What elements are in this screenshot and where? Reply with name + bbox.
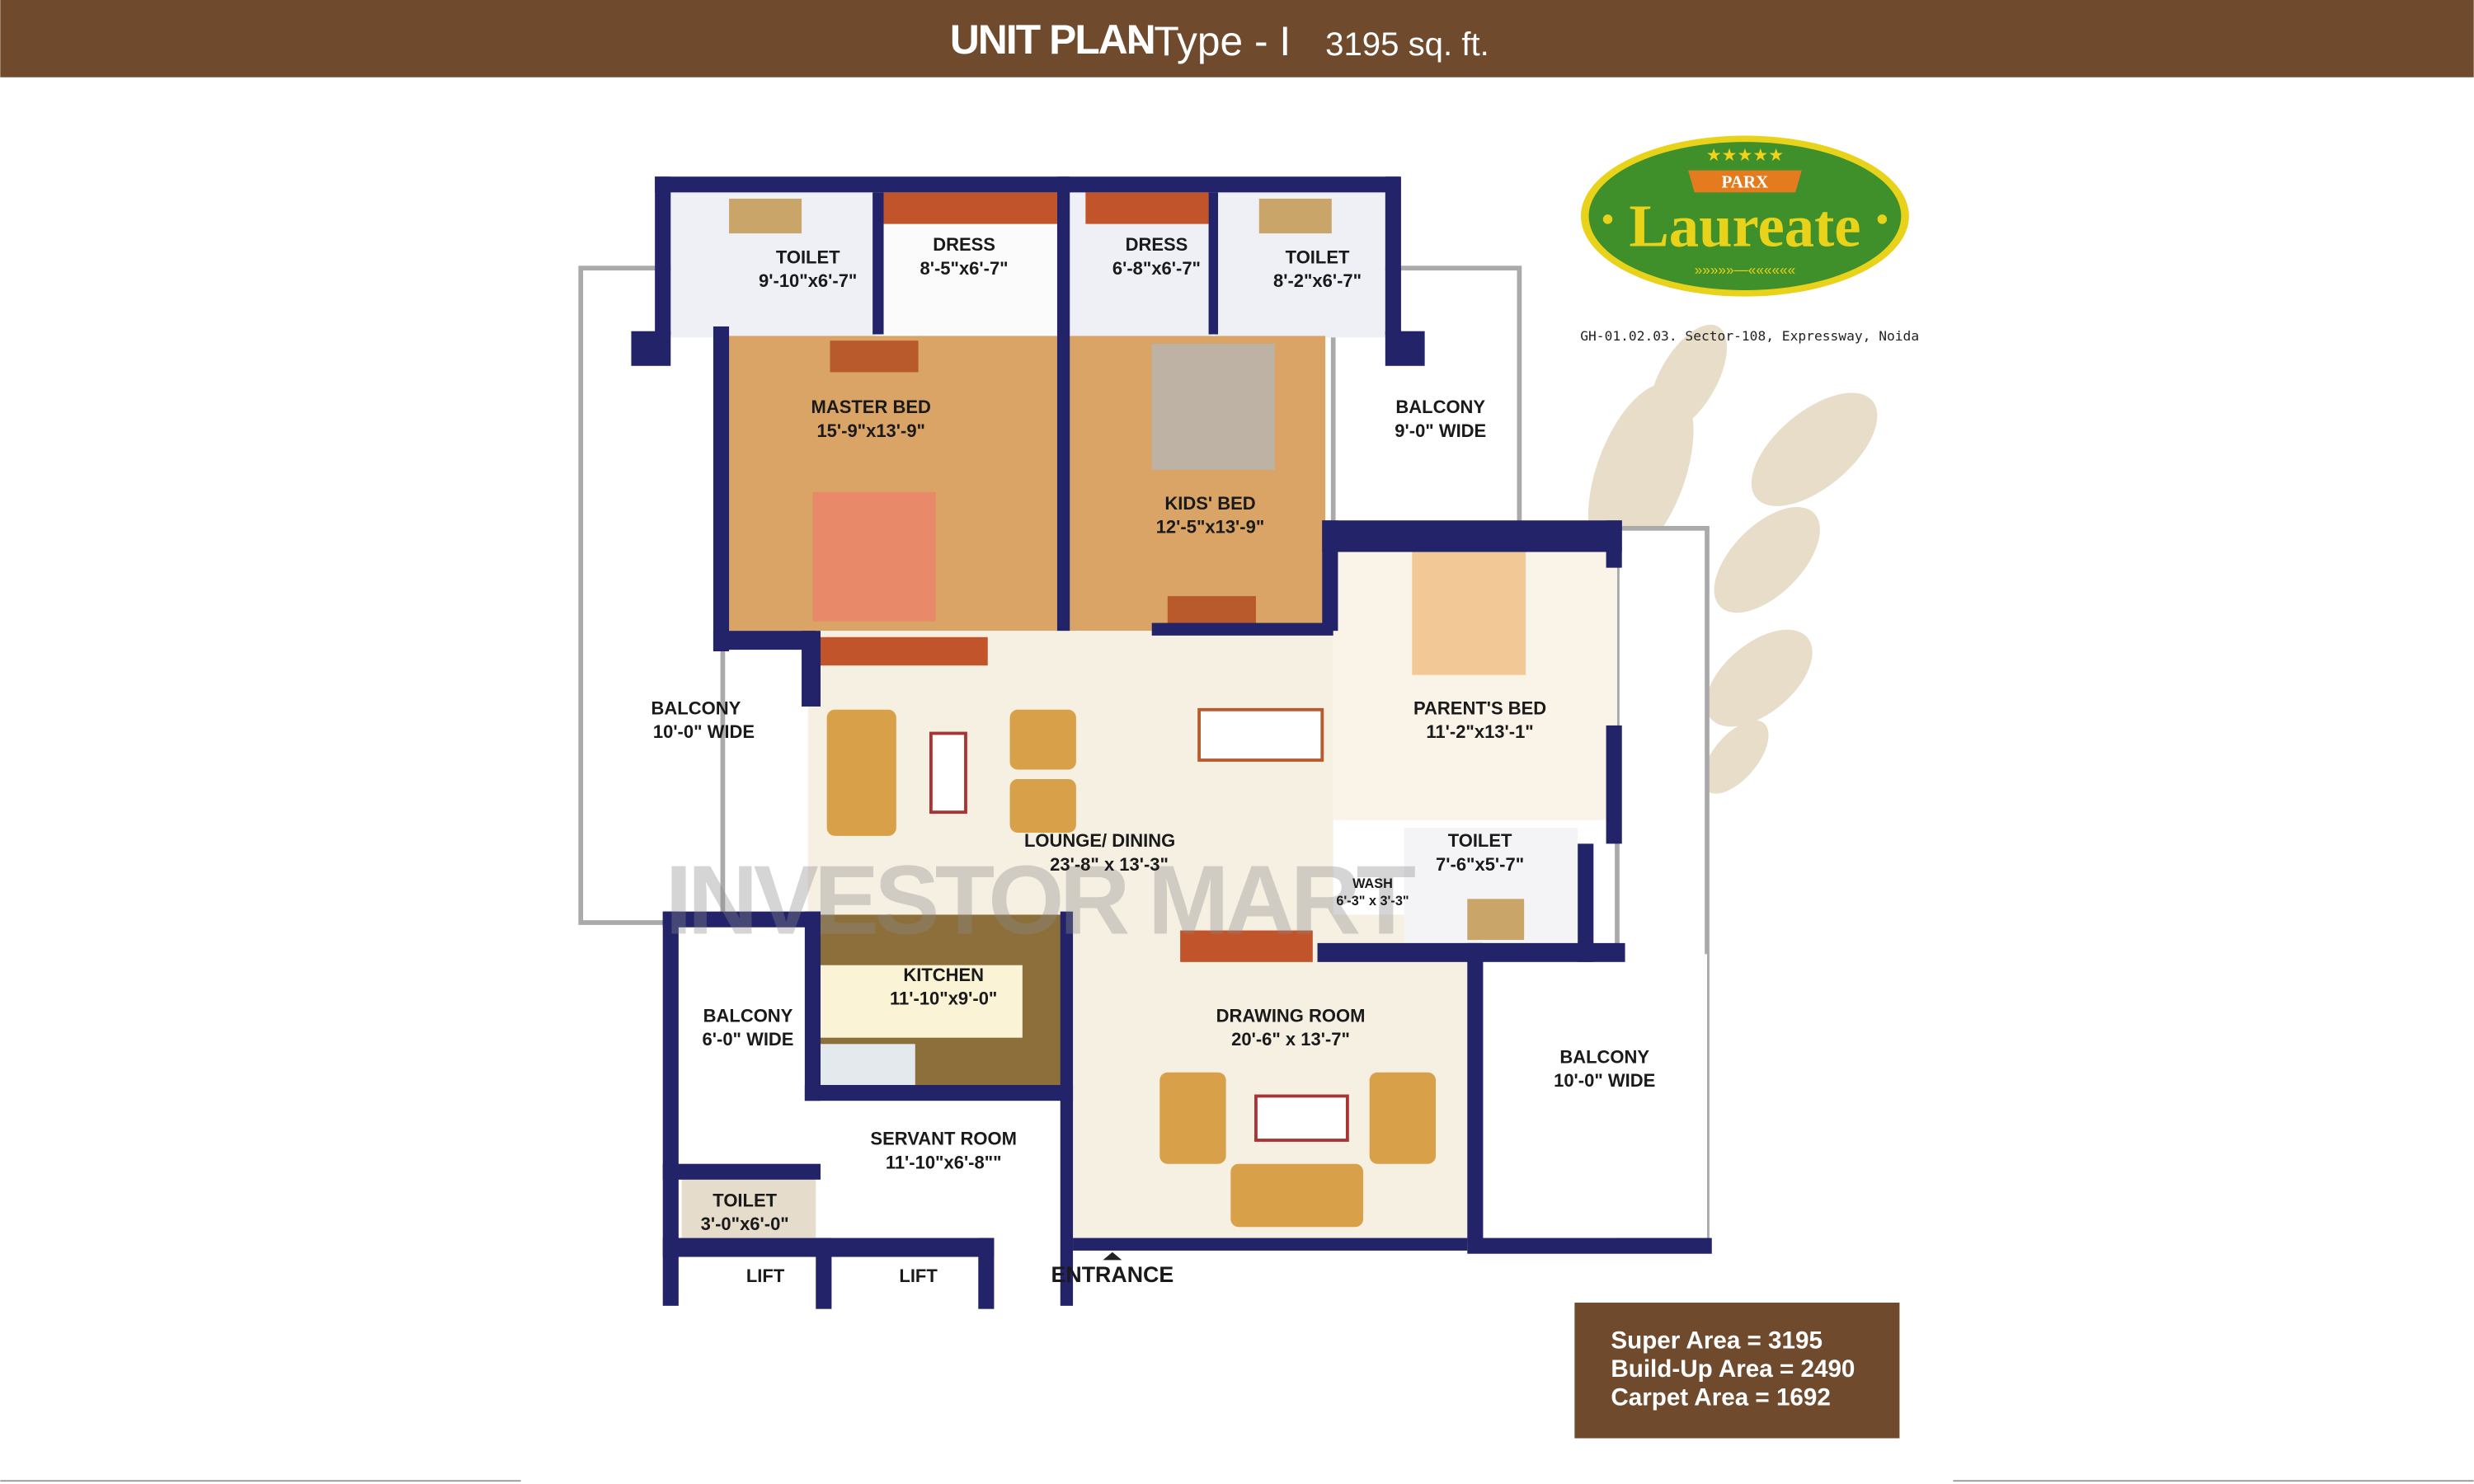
carpet-area: Carpet Area = 1692: [1611, 1383, 1831, 1411]
svg-text:6'-8"x6'-7": 6'-8"x6'-7": [1112, 258, 1201, 279]
svg-text:11'-10"x9'-0": 11'-10"x9'-0": [890, 988, 997, 1008]
svg-text:TOILET: TOILET: [713, 1190, 777, 1210]
svg-text:12'-5"x13'-9": 12'-5"x13'-9": [1156, 517, 1265, 538]
svg-text:DRESS: DRESS: [1126, 234, 1188, 255]
entrance-label: ENTRANCE: [1051, 1262, 1174, 1287]
svg-text:23'-8" x 13'-3": 23'-8" x 13'-3": [1050, 854, 1169, 875]
room-label-balcony-kitchen: BALCONY 6'-0" WIDE: [703, 1006, 794, 1050]
parx-laureate-logo: ★★★★★ PARX Laureate »»»»»—««««««: [1581, 135, 1909, 297]
header-title-size: 3195 sq. ft.: [1325, 26, 1489, 63]
svg-text:6'-3" x 3'-3": 6'-3" x 3'-3": [1336, 894, 1409, 909]
svg-text:BALCONY: BALCONY: [1395, 397, 1485, 417]
svg-text:DRESS: DRESS: [933, 234, 995, 255]
svg-text:10'-0" WIDE: 10'-0" WIDE: [1554, 1070, 1655, 1091]
svg-text:3'-0"x6'-0": 3'-0"x6'-0": [701, 1214, 789, 1234]
svg-text:BALCONY: BALCONY: [703, 1006, 793, 1026]
lift-label-1: LIFT: [746, 1266, 785, 1286]
svg-text:»»»»»—««««««: »»»»»—««««««: [1695, 261, 1795, 278]
svg-text:SERVANT ROOM: SERVANT ROOM: [870, 1129, 1017, 1149]
room-label-balcony-bottom-right: BALCONY 10'-0" WIDE: [1554, 1046, 1655, 1091]
logo-name: Laureate: [1629, 192, 1860, 259]
room-label-dress-2: DRESS 6'-8"x6'-7": [1112, 234, 1201, 279]
room-label-drawing-room: DRAWING ROOM 20'-6" x 13'-7": [1216, 1006, 1366, 1050]
room-label-toilet-3: TOILET 7'-6"x5'-7": [1436, 830, 1524, 875]
svg-text:8'-5"x6'-7": 8'-5"x6'-7": [920, 258, 1009, 279]
header-title-bold: UNIT PLAN: [950, 16, 1155, 63]
room-label-kids-bed: KIDS' BED 12'-5"x13'-9": [1156, 493, 1265, 538]
svg-text:LOUNGE/ DINING: LOUNGE/ DINING: [1024, 830, 1175, 851]
room-labels: TOILET 9'-10"x6'-7" DRESS 8'-5"x6'-7" DRES…: [651, 234, 1656, 1287]
svg-text:TOILET: TOILET: [776, 247, 840, 267]
lift-label-2: LIFT: [899, 1266, 938, 1286]
svg-text:BALCONY: BALCONY: [1559, 1046, 1649, 1067]
area-summary-box: Super Area = 3195 Build-Up Area = 2490 C…: [1574, 1303, 1900, 1439]
svg-text:10'-0" WIDE: 10'-0" WIDE: [653, 721, 755, 742]
decorative-leaves: [1587, 324, 1878, 794]
watermark: INVESTOR MART: [666, 846, 1416, 955]
svg-text:8'-2"x6'-7": 8'-2"x6'-7": [1273, 270, 1362, 291]
room-label-dress-1: DRESS 8'-5"x6'-7": [920, 234, 1009, 279]
svg-text:KITCHEN: KITCHEN: [903, 965, 984, 985]
svg-text:BALCONY: BALCONY: [651, 698, 741, 719]
svg-text:6'-0" WIDE: 6'-0" WIDE: [703, 1029, 794, 1050]
svg-text:PARENT'S BED: PARENT'S BED: [1413, 698, 1546, 719]
svg-text:9'-0" WIDE: 9'-0" WIDE: [1395, 420, 1486, 441]
floor-plan: [578, 176, 1712, 1309]
svg-text:TOILET: TOILET: [1286, 247, 1350, 267]
svg-text:15'-9"x13'-9": 15'-9"x13'-9": [816, 420, 925, 441]
build-up-area: Build-Up Area = 2490: [1611, 1355, 1855, 1383]
logo-brand: PARX: [1722, 172, 1769, 192]
svg-text:20'-6" x 13'-7": 20'-6" x 13'-7": [1231, 1029, 1350, 1050]
svg-text:9'-10"x6'-7": 9'-10"x6'-7": [759, 270, 857, 291]
room-label-toilet-4: TOILET 3'-0"x6'-0": [701, 1190, 789, 1234]
svg-text:11'-2"x13'-1": 11'-2"x13'-1": [1426, 721, 1533, 742]
project-address: GH-01.02.03. Sector-108, Expressway, Noi…: [1580, 328, 1919, 344]
room-label-lounge-dining: LOUNGE/ DINING 23'-8" x 13'-3": [1024, 830, 1175, 875]
room-label-servant-room: SERVANT ROOM 11'-10"x6'-8"": [870, 1129, 1017, 1173]
room-label-master-bed: MASTER BED 15'-9"x13'-9": [811, 397, 931, 441]
header-bar: UNIT PLAN - Type - I 3195 sq. ft.: [0, 0, 2474, 77]
room-label-wash: WASH 6'-3" x 3'-3": [1336, 876, 1409, 909]
svg-text:7'-6"x5'-7": 7'-6"x5'-7": [1436, 854, 1524, 875]
svg-text:★★★★★: ★★★★★: [1706, 146, 1784, 165]
svg-text:11'-10"x6'-8"": 11'-10"x6'-8"": [886, 1152, 1002, 1172]
room-label-kitchen: KITCHEN 11'-10"x9'-0": [890, 965, 997, 1009]
header-title-type: - Type - I: [1130, 18, 1291, 64]
svg-text:DRAWING ROOM: DRAWING ROOM: [1216, 1006, 1366, 1026]
room-label-toilet-2: TOILET 8'-2"x6'-7": [1273, 247, 1362, 291]
room-label-balcony-top-right: BALCONY 9'-0" WIDE: [1395, 397, 1486, 441]
svg-text:WASH: WASH: [1352, 876, 1393, 891]
entrance-arrow-icon: [1103, 1252, 1122, 1261]
svg-text:MASTER BED: MASTER BED: [811, 397, 931, 417]
room-label-toilet-1: TOILET 9'-10"x6'-7": [759, 247, 857, 291]
super-area: Super Area = 3195: [1611, 1327, 1823, 1354]
svg-text:KIDS' BED: KIDS' BED: [1164, 493, 1255, 514]
svg-text:TOILET: TOILET: [1448, 830, 1512, 851]
